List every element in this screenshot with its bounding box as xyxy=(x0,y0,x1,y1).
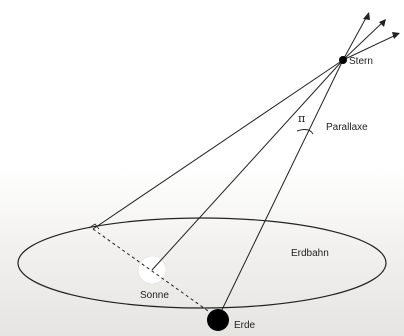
earth-orbit xyxy=(18,218,386,308)
parallax-label: Parallaxe xyxy=(326,122,368,133)
ray-arrow-3 xyxy=(392,32,400,39)
ray-extension-2 xyxy=(343,22,383,60)
ray-extension-1 xyxy=(343,16,367,60)
parallax-angle-arc xyxy=(297,130,313,134)
orbit-label: Erdbahn xyxy=(291,248,329,259)
ray-arrow-1 xyxy=(363,12,370,20)
sun-label: Sonne xyxy=(140,290,169,301)
ray-arrow-2 xyxy=(379,19,386,27)
sight-line-sun xyxy=(152,60,343,270)
parallax-symbol: π xyxy=(298,112,305,125)
star-label: Stern xyxy=(349,56,373,67)
sight-line-earth xyxy=(218,60,343,318)
sight-line-far xyxy=(93,60,343,229)
star xyxy=(339,56,347,64)
earth xyxy=(207,309,229,331)
earth-label: Erde xyxy=(234,320,256,331)
